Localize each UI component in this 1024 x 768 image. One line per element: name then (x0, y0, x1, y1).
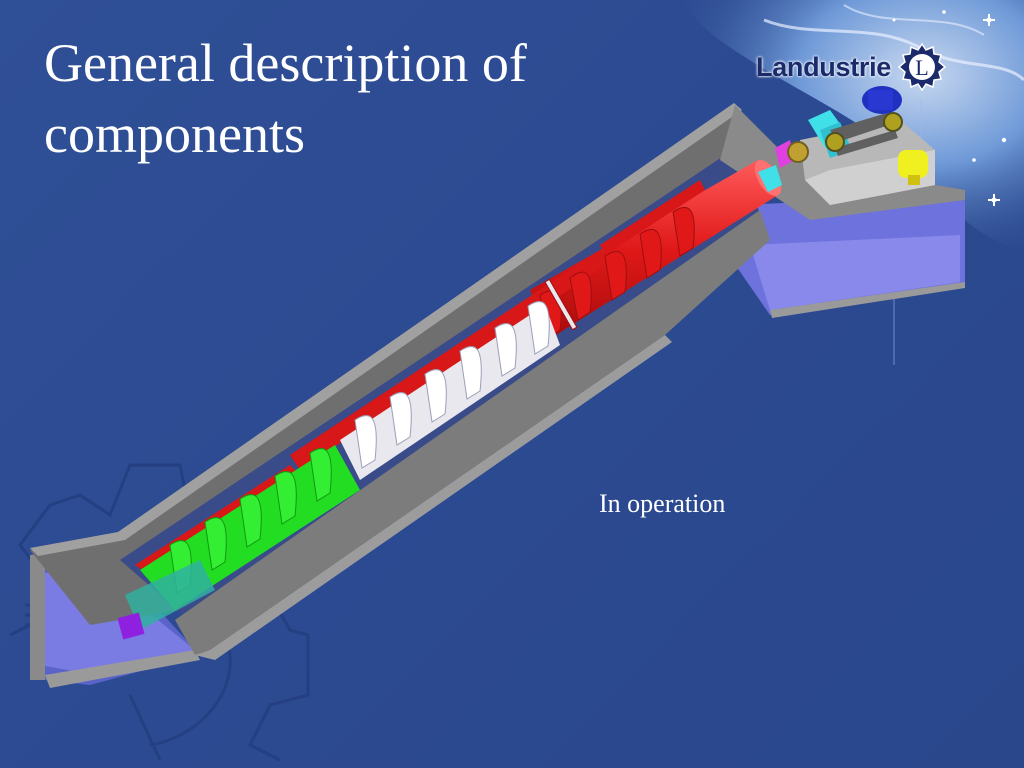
drive-unit (775, 86, 935, 205)
logo-mark-letter: L (915, 55, 928, 80)
caption-text: In operation (599, 489, 726, 518)
gear-l-icon: L (897, 42, 947, 92)
inlet-bearing (117, 560, 215, 640)
logo-text: Landustrie (756, 51, 892, 82)
outlet-base (725, 195, 965, 318)
screw-red (539, 207, 695, 339)
company-logo: Landustrie L (756, 42, 947, 92)
screw-white (340, 301, 560, 480)
slide-title: General description of components (44, 33, 527, 164)
